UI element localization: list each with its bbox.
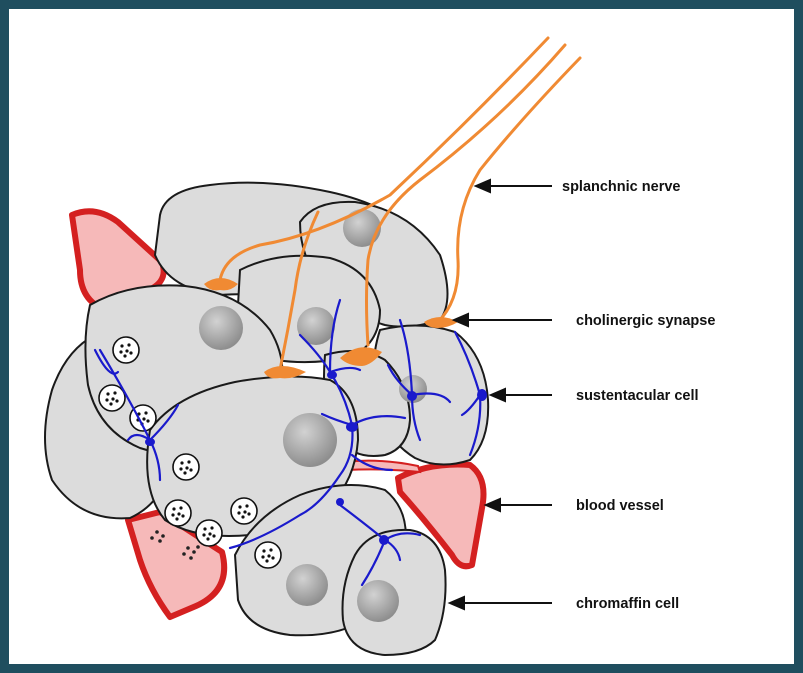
label-sustentacular-cell: sustentacular cell: [576, 388, 699, 404]
nucleus: [343, 209, 381, 247]
label-chromaffin-cell: chromaffin cell: [576, 596, 679, 612]
label-splanchnic-nerve: splanchnic nerve: [562, 179, 680, 195]
nucleus: [286, 564, 328, 606]
label-blood-vessel: blood vessel: [576, 498, 664, 514]
nucleus: [199, 306, 243, 350]
nucleus: [283, 413, 337, 467]
label-cholinergic-synapse: cholinergic synapse: [576, 313, 715, 329]
nucleus: [357, 580, 399, 622]
